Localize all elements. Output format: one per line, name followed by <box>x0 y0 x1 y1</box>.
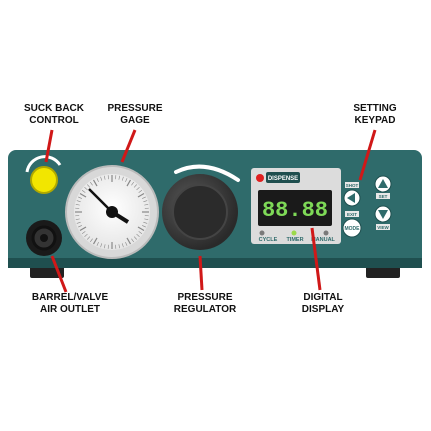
set-tag <box>376 193 390 199</box>
mode-label: MODE <box>345 226 361 232</box>
left-arrow-icon <box>347 193 355 203</box>
manual-led <box>323 230 329 236</box>
down-arrow-icon <box>378 210 388 219</box>
gage-tick <box>84 233 88 237</box>
gage-tick <box>87 184 91 188</box>
gage-tick <box>75 204 80 206</box>
gage-tick <box>100 176 103 181</box>
shot-label: SHOT <box>346 183 359 188</box>
exit-tag <box>345 211 359 217</box>
gage-tick <box>96 178 99 182</box>
gage-needle-tail <box>110 210 130 224</box>
gage-tick <box>126 179 132 187</box>
gage-tick <box>143 200 148 203</box>
dispense-tag <box>266 172 300 183</box>
up-arrow-icon <box>378 179 388 188</box>
setting-keypad-callout: SETTING KEYPAD <box>353 103 397 126</box>
gage-tick <box>126 237 132 245</box>
gage-tick <box>142 196 146 199</box>
gage-tick <box>100 243 103 248</box>
suck-back-arrow <box>44 129 54 163</box>
suck-back-callout: SUCK BACK CONTROL <box>24 103 84 126</box>
gage-tick <box>142 225 146 228</box>
dispense-label: DISPENSE <box>268 176 298 182</box>
timer-label: TIMER <box>286 237 303 243</box>
pressure-regulator-arrow <box>198 255 204 291</box>
gage-tick <box>125 178 128 182</box>
gage-tick <box>75 218 80 220</box>
gage-tick <box>131 181 134 186</box>
gage-tick <box>133 184 137 188</box>
gage-tick <box>131 238 134 243</box>
gage-tick <box>104 175 106 180</box>
digital-display-callout: DIGITAL DISPLAY <box>301 292 345 315</box>
gage-tick <box>81 231 86 234</box>
gage-ticks <box>75 175 149 249</box>
gage-tick <box>90 181 93 186</box>
cycle-label: CYCLE <box>259 237 278 243</box>
pressure-regulator-callout: PRESSURE REGULATOR <box>173 292 237 315</box>
setting-keypad-arrow <box>358 129 377 181</box>
gage-tick <box>79 226 87 232</box>
mode-key[interactable] <box>342 218 362 238</box>
gage-tick <box>87 236 91 240</box>
suck-back-knob[interactable] <box>30 166 58 194</box>
gage-tick <box>92 179 98 187</box>
gage-tick <box>133 236 137 240</box>
exit-label: EXIT <box>347 212 357 217</box>
barrel-valve-arrow <box>50 255 68 293</box>
display-digits: 88.88 <box>262 198 328 223</box>
gage-tick <box>125 242 128 246</box>
gage-tick <box>104 244 106 249</box>
digital-display <box>258 190 332 226</box>
manual-label: MANUAL <box>311 237 335 243</box>
cycle-led <box>259 230 265 236</box>
gage-tick <box>78 196 82 199</box>
air-outlet-hole <box>40 234 48 242</box>
gage-tick <box>144 218 149 220</box>
gage-tick <box>76 200 81 203</box>
shot-tag <box>345 182 359 188</box>
timer-led <box>291 230 297 236</box>
gage-tick <box>138 190 143 193</box>
gage-tick <box>79 192 87 198</box>
gage-tick <box>137 192 145 198</box>
gage-tick <box>118 244 120 249</box>
panel-bottom-edge <box>8 258 422 268</box>
gage-tick <box>84 187 88 191</box>
regulator-knob-cap <box>172 184 228 240</box>
pressure-gage-callout: PRESSURE GAGE <box>107 103 163 126</box>
gage-tick <box>143 221 148 224</box>
gage-tick <box>121 176 124 181</box>
digital-display-arrow <box>310 227 322 291</box>
gage-tick <box>90 238 93 243</box>
gage-tick <box>138 231 143 234</box>
set-label: SET <box>379 194 388 199</box>
regulator-arc <box>174 164 240 182</box>
gage-tick <box>137 226 145 232</box>
gage-tick <box>144 204 149 206</box>
suck-back-arc <box>25 155 62 173</box>
gage-tick <box>118 175 120 180</box>
view-label: VIEW <box>377 225 389 230</box>
gage-tick <box>92 237 98 245</box>
view-tag <box>376 224 390 230</box>
gage-tick <box>136 187 140 191</box>
barrel-valve-callout: BARREL/VALVE AIR OUTLET <box>31 292 109 315</box>
gage-tick <box>96 242 99 246</box>
dispense-led <box>256 174 264 182</box>
gage-tick <box>81 190 86 193</box>
gage-tick <box>78 225 82 228</box>
gage-tick <box>136 233 140 237</box>
pressure-gage-arrow <box>120 129 137 163</box>
gage-tick <box>76 221 81 224</box>
gage-tick <box>121 243 124 248</box>
